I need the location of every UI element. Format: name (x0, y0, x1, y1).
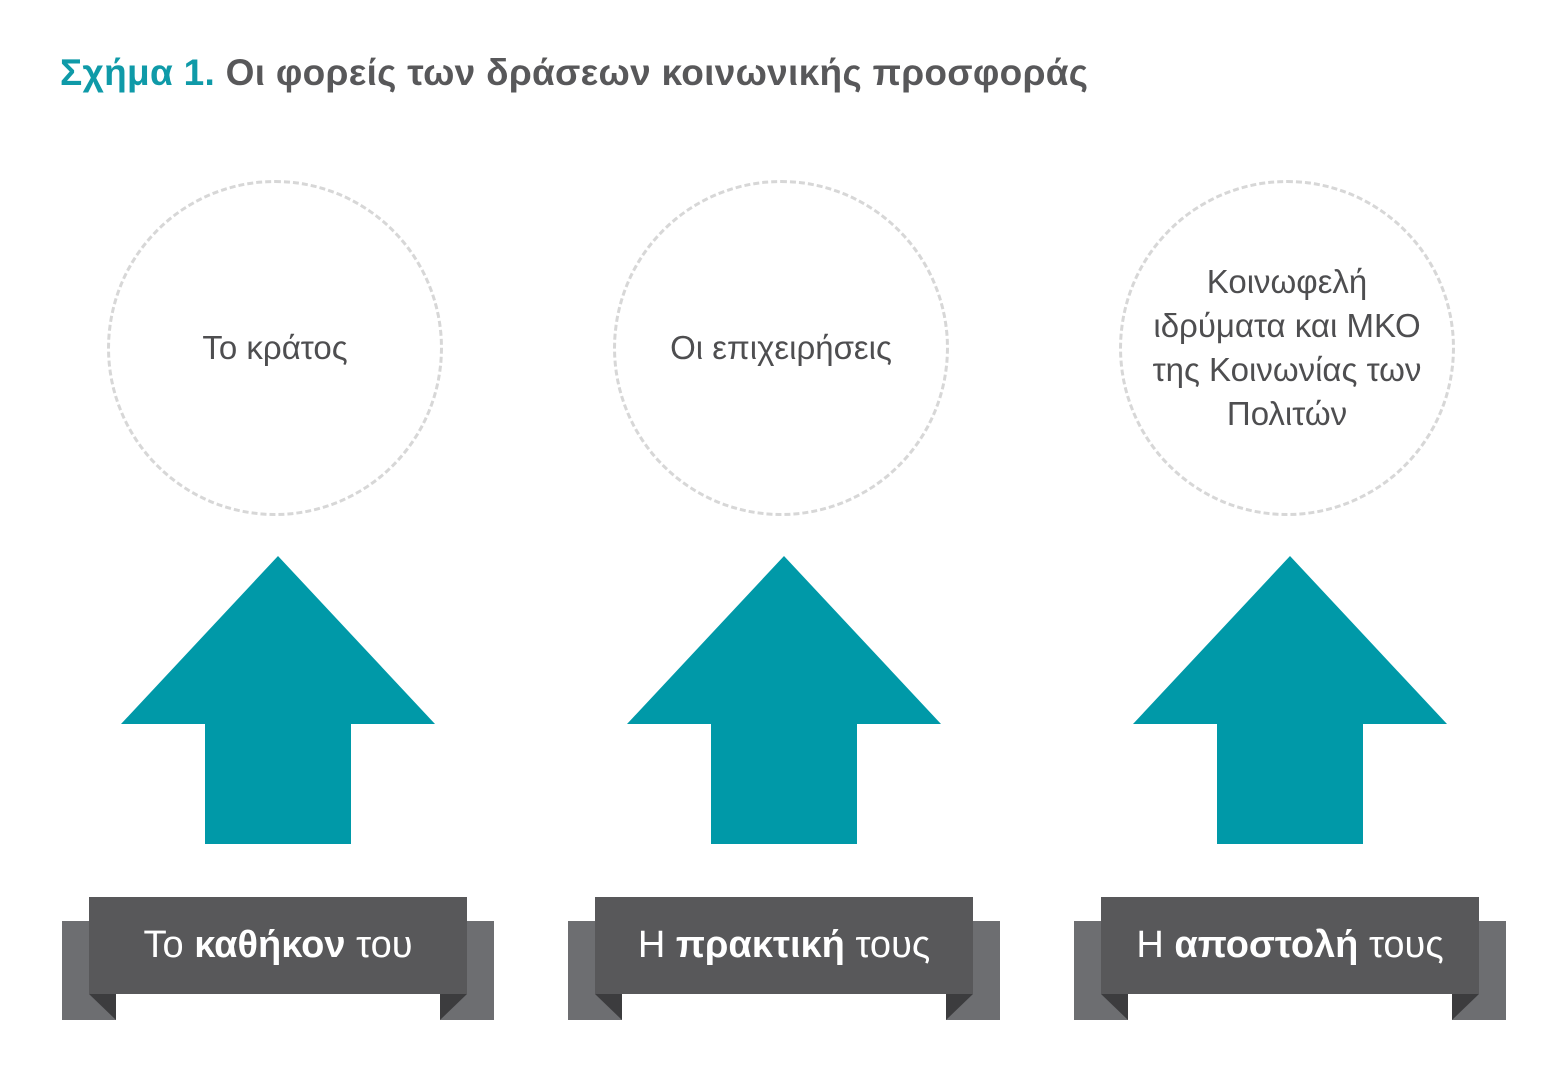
ribbon-label-keyword: καθήκον (194, 924, 346, 966)
column-state: Το κράτος Το καθήκον του (48, 0, 508, 1072)
ribbon-shape (62, 897, 494, 1020)
figure-title: Σχήμα 1. Οι φορείς των δράσεων κοινωνική… (60, 52, 1088, 94)
ribbon-shape (568, 897, 1000, 1020)
actor-circle: Το κράτος (107, 180, 443, 516)
ribbon-label-prefix: Η (1136, 924, 1175, 966)
motive-ribbon: Η πρακτική τους (568, 897, 1000, 1020)
up-arrow-icon (1133, 556, 1447, 844)
actor-label: Οι επιχειρήσεις (658, 326, 904, 370)
actor-label-line: Κοινωφελή (1206, 263, 1368, 300)
figure-title-text: Οι φορείς των δράσεων κοινωνικής προσφορ… (225, 52, 1089, 93)
actor-circle: Οι επιχειρήσεις (613, 180, 949, 516)
ribbon-label-suffix: τους (844, 924, 931, 966)
ribbon-label: Η πρακτική τους (595, 897, 973, 994)
ribbon-label-keyword: αποστολή (1174, 924, 1359, 966)
actor-circle: Κοινωφελή ιδρύματα και ΜΚΟ της Κοινωνίας… (1119, 180, 1455, 516)
motive-ribbon: Το καθήκον του (62, 897, 494, 1020)
ribbon-shape (1074, 897, 1506, 1020)
actor-label-line: ιδρύματα και ΜΚΟ (1153, 307, 1421, 344)
up-arrow-icon (627, 556, 941, 844)
ribbon-label: Το καθήκον του (89, 897, 467, 994)
up-arrow-icon (121, 556, 435, 844)
ribbon-label-suffix: τους (1358, 924, 1444, 966)
figure-label: Σχήμα 1. (60, 52, 216, 93)
actor-label: Κοινωφελή ιδρύματα και ΜΚΟ της Κοινωνίας… (1141, 260, 1434, 436)
ribbon-label-keyword: πρακτική (675, 924, 845, 966)
ribbon-label-suffix: του (345, 924, 413, 966)
actor-label-line: Πολιτών (1226, 395, 1348, 432)
ribbon-label: Η αποστολή τους (1101, 897, 1479, 994)
column-nonprofits: Κοινωφελή ιδρύματα και ΜΚΟ της Κοινωνίας… (1060, 0, 1520, 1072)
actor-label: Το κράτος (190, 326, 359, 370)
ribbon-label-prefix: Η (637, 924, 676, 966)
actor-label-line: Το κράτος (202, 329, 348, 366)
motive-ribbon: Η αποστολή τους (1074, 897, 1506, 1020)
actor-label-line: Οι επιχειρήσεις (670, 329, 892, 366)
ribbon-label-prefix: Το (143, 924, 195, 966)
actor-label-line: της Κοινωνίας των (1152, 351, 1422, 388)
column-businesses: Οι επιχειρήσεις Η πρακτική τους (554, 0, 1014, 1072)
